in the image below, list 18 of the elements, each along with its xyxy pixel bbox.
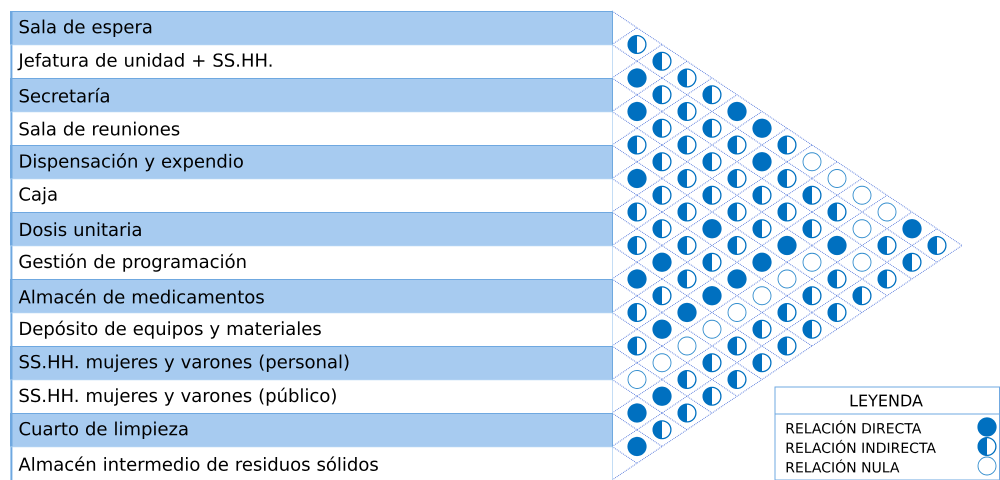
row-box: SS.HH. mujeres y varones (público) [10,380,613,414]
row-box: Almacén intermedio de residuos sólidos [10,446,613,480]
row-box: Caja [10,178,613,213]
legend-entry: RELACIÓN INDIRECTA [786,440,936,454]
row-box: Dosis unitaria [10,212,613,246]
legend-title: LEYENDA [850,394,923,406]
row-box: Almacén de medicamentos [10,279,613,314]
row-box: Sala de espera [10,11,613,46]
row-box: Dispensación y expendio [10,145,613,180]
row-box: Sala de reuniones [10,112,613,146]
row-box: Secretaría [10,78,613,112]
row-box: Depósito de equipos y materiales [10,312,613,347]
row-box: Gestión de programación [10,246,613,280]
legend-entry: RELACIÓN DIRECTA [786,420,922,434]
legend-entry: RELACIÓN NULA [786,459,900,473]
row-box: SS.HH. mujeres y varones (personal) [10,346,613,380]
row-box: Jefatura de unidad + SS.HH. [10,44,613,79]
row-box: Cuarto de limpieza [10,413,613,448]
